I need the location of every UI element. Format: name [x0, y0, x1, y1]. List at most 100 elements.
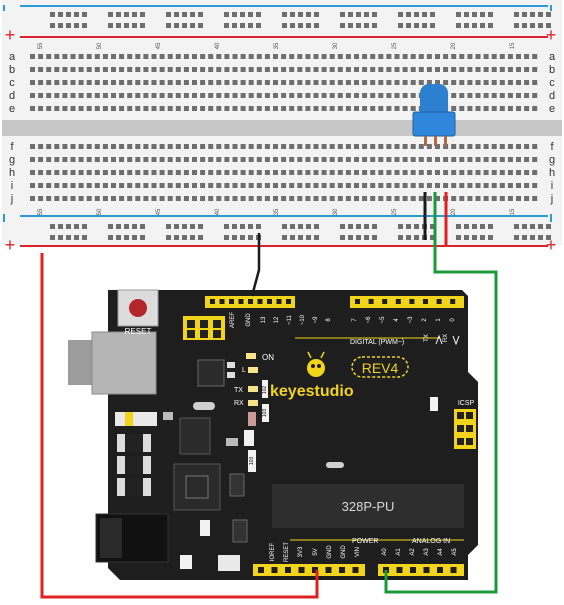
- analog-header-pin: [450, 567, 457, 573]
- rail-hole: [58, 23, 63, 28]
- terminal-hole: [216, 80, 222, 85]
- analog-header-pin: [437, 567, 443, 573]
- resistor-code-103: 103: [249, 457, 255, 466]
- terminal-hole: [507, 80, 513, 85]
- terminal-hole: [127, 80, 133, 85]
- fuse-core: [125, 478, 143, 496]
- rail-hole: [298, 23, 303, 28]
- terminal-hole: [54, 144, 60, 149]
- rail-hole: [530, 23, 535, 28]
- rail-hole: [174, 12, 179, 17]
- header-pin: [248, 299, 253, 304]
- terminal-hole: [175, 183, 181, 188]
- terminal-hole: [289, 183, 295, 188]
- terminal-hole: [111, 54, 116, 59]
- terminal-hole: [362, 93, 368, 98]
- rail-hole: [480, 12, 485, 17]
- terminal-hole: [30, 54, 35, 59]
- terminal-hole: [507, 157, 513, 162]
- terminal-hole: [256, 80, 262, 85]
- rail-hole: [522, 224, 527, 229]
- terminal-hole: [329, 93, 335, 98]
- rail-hole: [50, 23, 55, 28]
- usb-port: [91, 331, 157, 395]
- terminal-hole: [175, 106, 181, 111]
- terminal-hole: [305, 67, 311, 72]
- terminal-hole: [321, 80, 327, 85]
- terminal-hole: [435, 183, 440, 188]
- terminal-hole: [151, 183, 157, 188]
- rx-label: RX: [234, 400, 244, 407]
- terminal-hole: [86, 157, 92, 162]
- rail-hole: [174, 224, 179, 229]
- terminal-hole: [410, 183, 416, 188]
- terminal-hole: [167, 144, 173, 149]
- terminal-hole: [394, 170, 400, 175]
- reset-button[interactable]: [117, 289, 159, 327]
- terminal-hole: [111, 196, 116, 201]
- terminal-hole: [467, 183, 473, 188]
- terminal-hole: [378, 67, 384, 72]
- header-pin: [436, 299, 442, 304]
- reset-button-cap[interactable]: [129, 299, 147, 317]
- terminal-hole: [175, 54, 181, 59]
- rail-hole: [248, 224, 253, 229]
- rail-hole: [108, 23, 113, 28]
- terminal-hole: [192, 144, 197, 149]
- terminal-hole: [175, 93, 181, 98]
- terminal-hole: [321, 106, 327, 111]
- terminal-hole: [305, 93, 311, 98]
- terminal-hole: [119, 157, 125, 162]
- terminal-hole: [208, 170, 214, 175]
- terminal-hole: [507, 144, 513, 149]
- terminal-hole: [402, 144, 408, 149]
- row-letter-left: a: [9, 51, 16, 63]
- terminal-hole: [216, 93, 222, 98]
- terminal-hole: [264, 80, 270, 85]
- terminal-hole: [224, 93, 230, 98]
- header-pin: [267, 299, 272, 304]
- rail-hole: [364, 235, 369, 240]
- terminal-hole: [127, 106, 133, 111]
- terminal-hole: [54, 67, 60, 72]
- rail-hole: [472, 12, 477, 17]
- terminal-hole: [200, 106, 206, 111]
- smd-diode-band: [125, 412, 133, 426]
- terminal-hole: [499, 106, 505, 111]
- rail-minus-top-right: [550, 5, 552, 11]
- terminal-hole: [216, 157, 222, 162]
- terminal-hole: [459, 157, 465, 162]
- terminal-hole: [127, 196, 133, 201]
- terminal-hole: [402, 170, 408, 175]
- rail-hole: [306, 12, 311, 17]
- terminal-hole: [94, 157, 100, 162]
- terminal-hole: [345, 93, 351, 98]
- terminal-hole: [281, 67, 287, 72]
- rail-hole: [50, 224, 55, 229]
- rail-hole: [290, 224, 295, 229]
- terminal-hole: [135, 144, 141, 149]
- rail-hole: [538, 23, 543, 28]
- terminal-hole: [426, 67, 432, 72]
- keyestudio-logo: [307, 351, 325, 377]
- rail-hole: [546, 224, 551, 229]
- terminal-hole: [337, 93, 343, 98]
- fuse-core: [125, 434, 143, 452]
- terminal-hole: [386, 196, 392, 201]
- terminal-hole: [354, 80, 359, 85]
- rail-hole: [546, 12, 551, 17]
- icsp-top-pin: [187, 330, 195, 338]
- terminal-hole: [491, 93, 497, 98]
- terminal-hole: [329, 54, 335, 59]
- terminal-hole: [232, 54, 238, 59]
- fuse-core: [125, 456, 143, 474]
- terminal-hole: [111, 93, 116, 98]
- terminal-hole: [151, 93, 157, 98]
- rail-hole: [472, 235, 477, 240]
- terminal-hole: [264, 54, 270, 59]
- terminal-hole: [183, 157, 189, 162]
- rail-hole: [140, 23, 145, 28]
- rail-hole: [306, 23, 311, 28]
- terminal-hole: [240, 157, 246, 162]
- terminal-hole: [127, 93, 133, 98]
